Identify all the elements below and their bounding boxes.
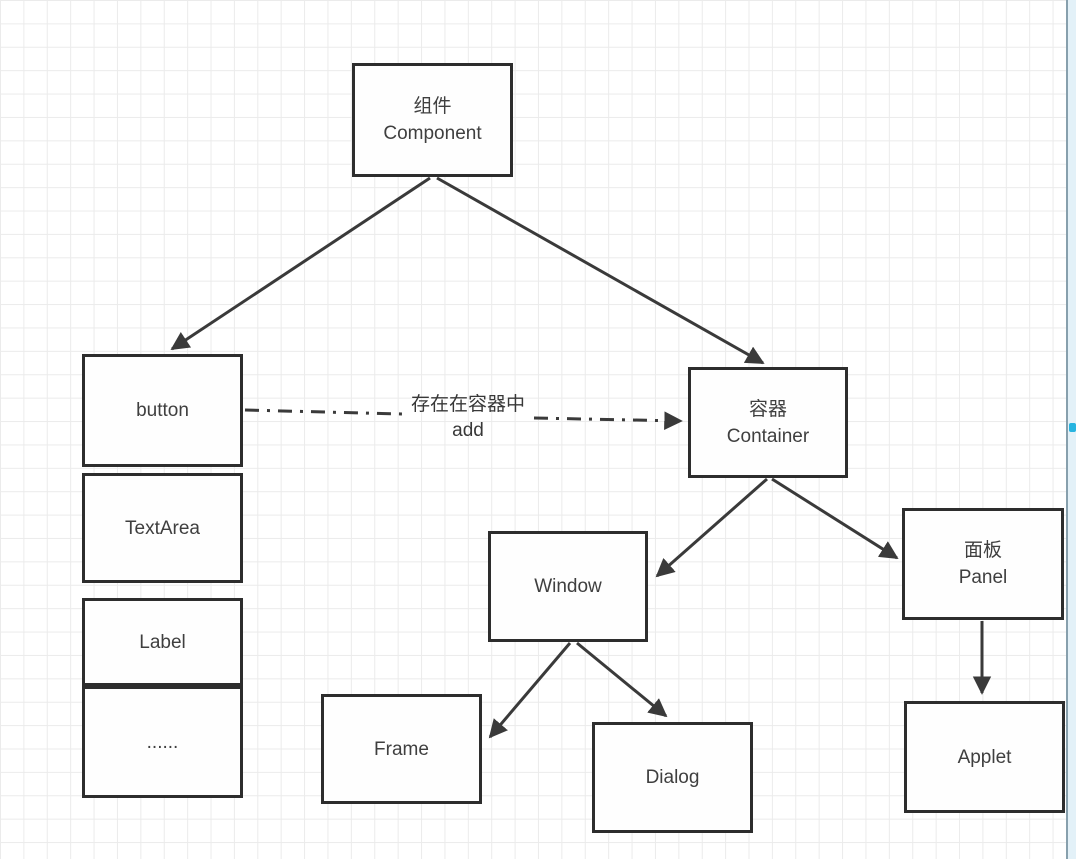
node-component[interactable]: 组件 Component	[352, 63, 513, 177]
edge-label-line1: 存在在容器中	[410, 394, 526, 415]
node-label: ......	[146, 731, 179, 753]
edge-button-to-container-part1	[244, 408, 403, 416]
edge-component-to-container	[436, 176, 765, 365]
node-others[interactable]: ......	[82, 686, 243, 798]
node-applet[interactable]: Applet	[904, 701, 1065, 813]
node-label: button	[136, 400, 189, 421]
node-label: Label	[139, 631, 186, 653]
node-label: 组件	[413, 96, 452, 117]
edge-component-to-button	[170, 176, 431, 351]
edge-container-to-window	[655, 477, 768, 578]
node-dialog[interactable]: Dialog	[592, 722, 753, 833]
node-label: Container	[726, 425, 810, 447]
edge-window-to-dialog	[576, 641, 668, 718]
node-button[interactable]: button	[82, 354, 243, 467]
node-container[interactable]: 容器 Container	[688, 367, 848, 478]
node-frame[interactable]: Frame	[321, 694, 482, 804]
node-label: Applet	[957, 746, 1012, 768]
node-label: Dialog	[645, 767, 700, 788]
edge-button-to-container-part2	[533, 411, 683, 430]
edge-window-to-frame	[488, 642, 572, 739]
node-label: Window	[534, 576, 602, 597]
scroll-handle[interactable]	[1069, 423, 1076, 432]
node-label: 容器	[748, 398, 787, 420]
node-label: Frame	[374, 738, 429, 760]
node-label: 面板	[963, 540, 1002, 561]
node-label: Component	[383, 123, 482, 144]
node-textarea[interactable]: TextArea	[82, 473, 243, 583]
node-window[interactable]: Window	[488, 531, 648, 642]
node-label: Panel	[958, 567, 1008, 588]
node-panel[interactable]: 面板 Panel	[902, 508, 1064, 620]
window-edge-strip	[1066, 0, 1076, 859]
node-label: TextArea	[125, 517, 200, 539]
edge-label-line2: add	[452, 420, 484, 441]
edge-container-to-panel	[771, 477, 899, 560]
node-label[interactable]: Label	[82, 598, 243, 686]
edge-label-add-relationship: 存在在容器中 add	[411, 392, 525, 444]
